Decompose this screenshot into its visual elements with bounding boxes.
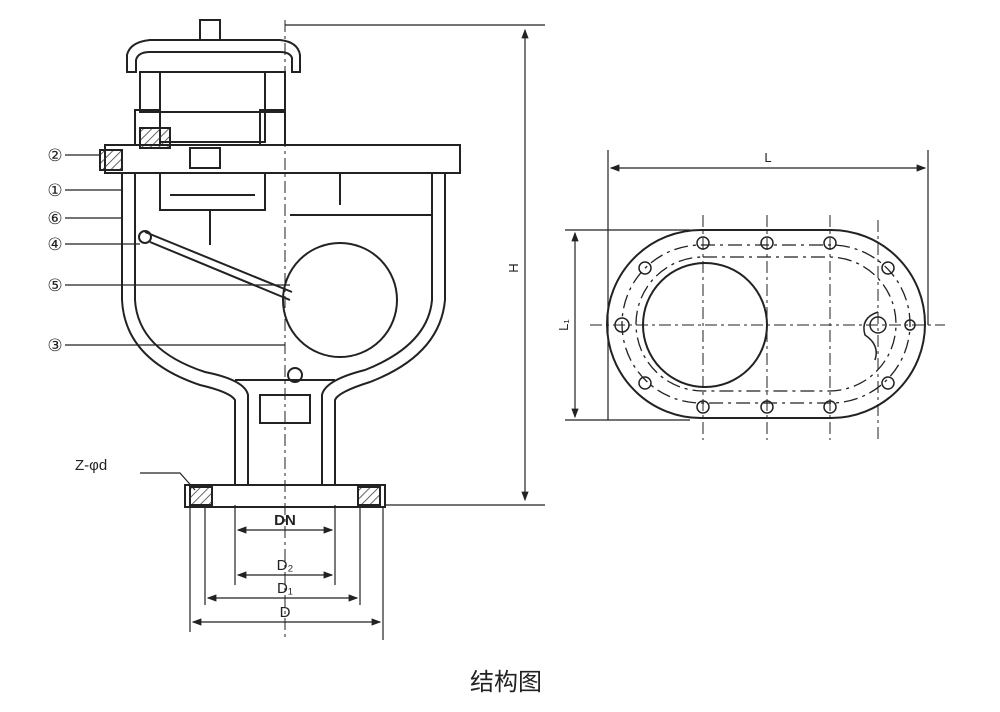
body-left — [121, 173, 236, 485]
section-view — [65, 19, 545, 640]
plan-view — [565, 150, 945, 440]
dim-d1: D₁ — [277, 580, 293, 597]
bonnet — [139, 71, 286, 113]
dim-l1: L₁ — [556, 319, 571, 331]
caption: 结构图 — [470, 668, 542, 696]
float-ball — [282, 242, 398, 358]
handle — [126, 39, 301, 73]
part-label-6: ⑥ — [47, 209, 62, 228]
part-label-2: ② — [47, 146, 62, 165]
flange-outline — [606, 229, 926, 419]
body-right — [334, 173, 446, 485]
part-label-1: ① — [47, 181, 62, 200]
dim-dn: DN — [274, 512, 296, 529]
part-label-4: ④ — [47, 235, 62, 254]
dim-h: H — [506, 263, 521, 272]
dim-l: L — [764, 150, 771, 165]
dim-d2: D₂ — [277, 557, 294, 574]
bolt-label: Z-φd — [75, 457, 107, 474]
part-label-3: ③ — [47, 336, 62, 355]
bolt-holes — [614, 236, 916, 414]
cover-plate — [104, 144, 461, 174]
dim-d: D — [280, 604, 291, 621]
part-label-5: ⑤ — [47, 276, 62, 295]
